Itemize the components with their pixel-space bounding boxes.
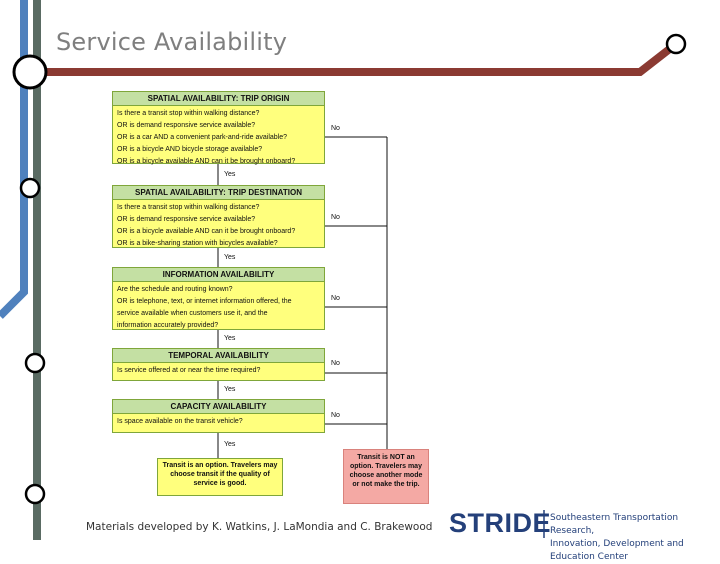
box-line: OR is a bicycle AND bicycle storage avai… [117, 146, 263, 153]
box-line: OR is a bicycle available AND can it be … [117, 228, 296, 235]
box-line: Are the schedule and routing known? [117, 286, 233, 293]
box-line: OR is a bike-sharing station with bicycl… [117, 240, 278, 247]
no-label: No [331, 125, 340, 132]
box-line: OR is demand responsive service availabl… [117, 216, 256, 223]
box-line: OR is demand responsive service availabl… [117, 122, 256, 129]
stop-circle-1 [19, 177, 41, 199]
box-line: OR is a bicycle available AND can it be … [117, 158, 296, 165]
box-header: TEMPORAL AVAILABILITY [113, 349, 324, 363]
result-transit-not-option: Transit is NOT an option. Travelers may … [343, 449, 429, 504]
stop-circle-3 [24, 483, 46, 505]
box-line: Is space available on the transit vehicl… [117, 418, 243, 425]
no-label: No [331, 412, 340, 419]
box-capacity: CAPACITY AVAILABILITY Is space available… [112, 399, 325, 433]
box-line: service available when customers use it,… [117, 310, 268, 317]
yes-label: Yes [224, 441, 236, 448]
logo-divider [543, 510, 545, 538]
title-rail [30, 40, 679, 76]
no-label: No [331, 295, 340, 302]
box-trip-destination: SPATIAL AVAILABILITY: TRIP DESTINATION I… [112, 185, 325, 248]
logo-subtitle-line-1: Southeastern Transportation Research, [550, 513, 679, 536]
no-label: No [331, 214, 340, 221]
box-line: information accurately provided? [117, 322, 219, 329]
logo-subtitle-line-2: Innovation, Development and Education Ce… [550, 539, 684, 562]
slide-title: Service Availability [56, 28, 288, 56]
blue-rail [0, 0, 28, 319]
stop-circle-2 [24, 352, 46, 374]
result-transit-option: Transit is an option. Travelers may choo… [157, 458, 283, 496]
box-line: Is there a transit stop within walking d… [117, 204, 260, 211]
box-header: INFORMATION AVAILABILITY [113, 268, 324, 282]
box-header: SPATIAL AVAILABILITY: TRIP ORIGIN [113, 92, 324, 106]
yes-label: Yes [224, 335, 236, 342]
stop-circle-title [12, 54, 48, 90]
box-header: CAPACITY AVAILABILITY [113, 400, 324, 414]
stride-logo: STRIDE [449, 508, 552, 538]
box-line: Is service offered at or near the time r… [117, 367, 261, 374]
stop-circle-top-right [665, 33, 687, 55]
box-information: INFORMATION AVAILABILITY Are the schedul… [112, 267, 325, 330]
box-header: SPATIAL AVAILABILITY: TRIP DESTINATION [113, 186, 324, 200]
box-line: OR is telephone, text, or internet infor… [117, 298, 292, 305]
box-line: OR is a car AND a convenient park-and-ri… [117, 134, 288, 141]
flow-connectors [217, 136, 388, 458]
footer-credit: Materials developed by K. Watkins, J. La… [86, 521, 433, 533]
yes-label: Yes [224, 171, 236, 178]
box-temporal: TEMPORAL AVAILABILITY Is service offered… [112, 348, 325, 381]
box-trip-origin: SPATIAL AVAILABILITY: TRIP ORIGIN Is the… [112, 91, 325, 165]
yes-label: Yes [224, 254, 236, 261]
yes-label: Yes [224, 386, 236, 393]
logo-subtitle: Southeastern Transportation Research, In… [550, 512, 720, 564]
transit-line-decoration [0, 0, 687, 540]
no-label: No [331, 360, 340, 367]
box-line: Is there a transit stop within walking d… [117, 110, 260, 117]
